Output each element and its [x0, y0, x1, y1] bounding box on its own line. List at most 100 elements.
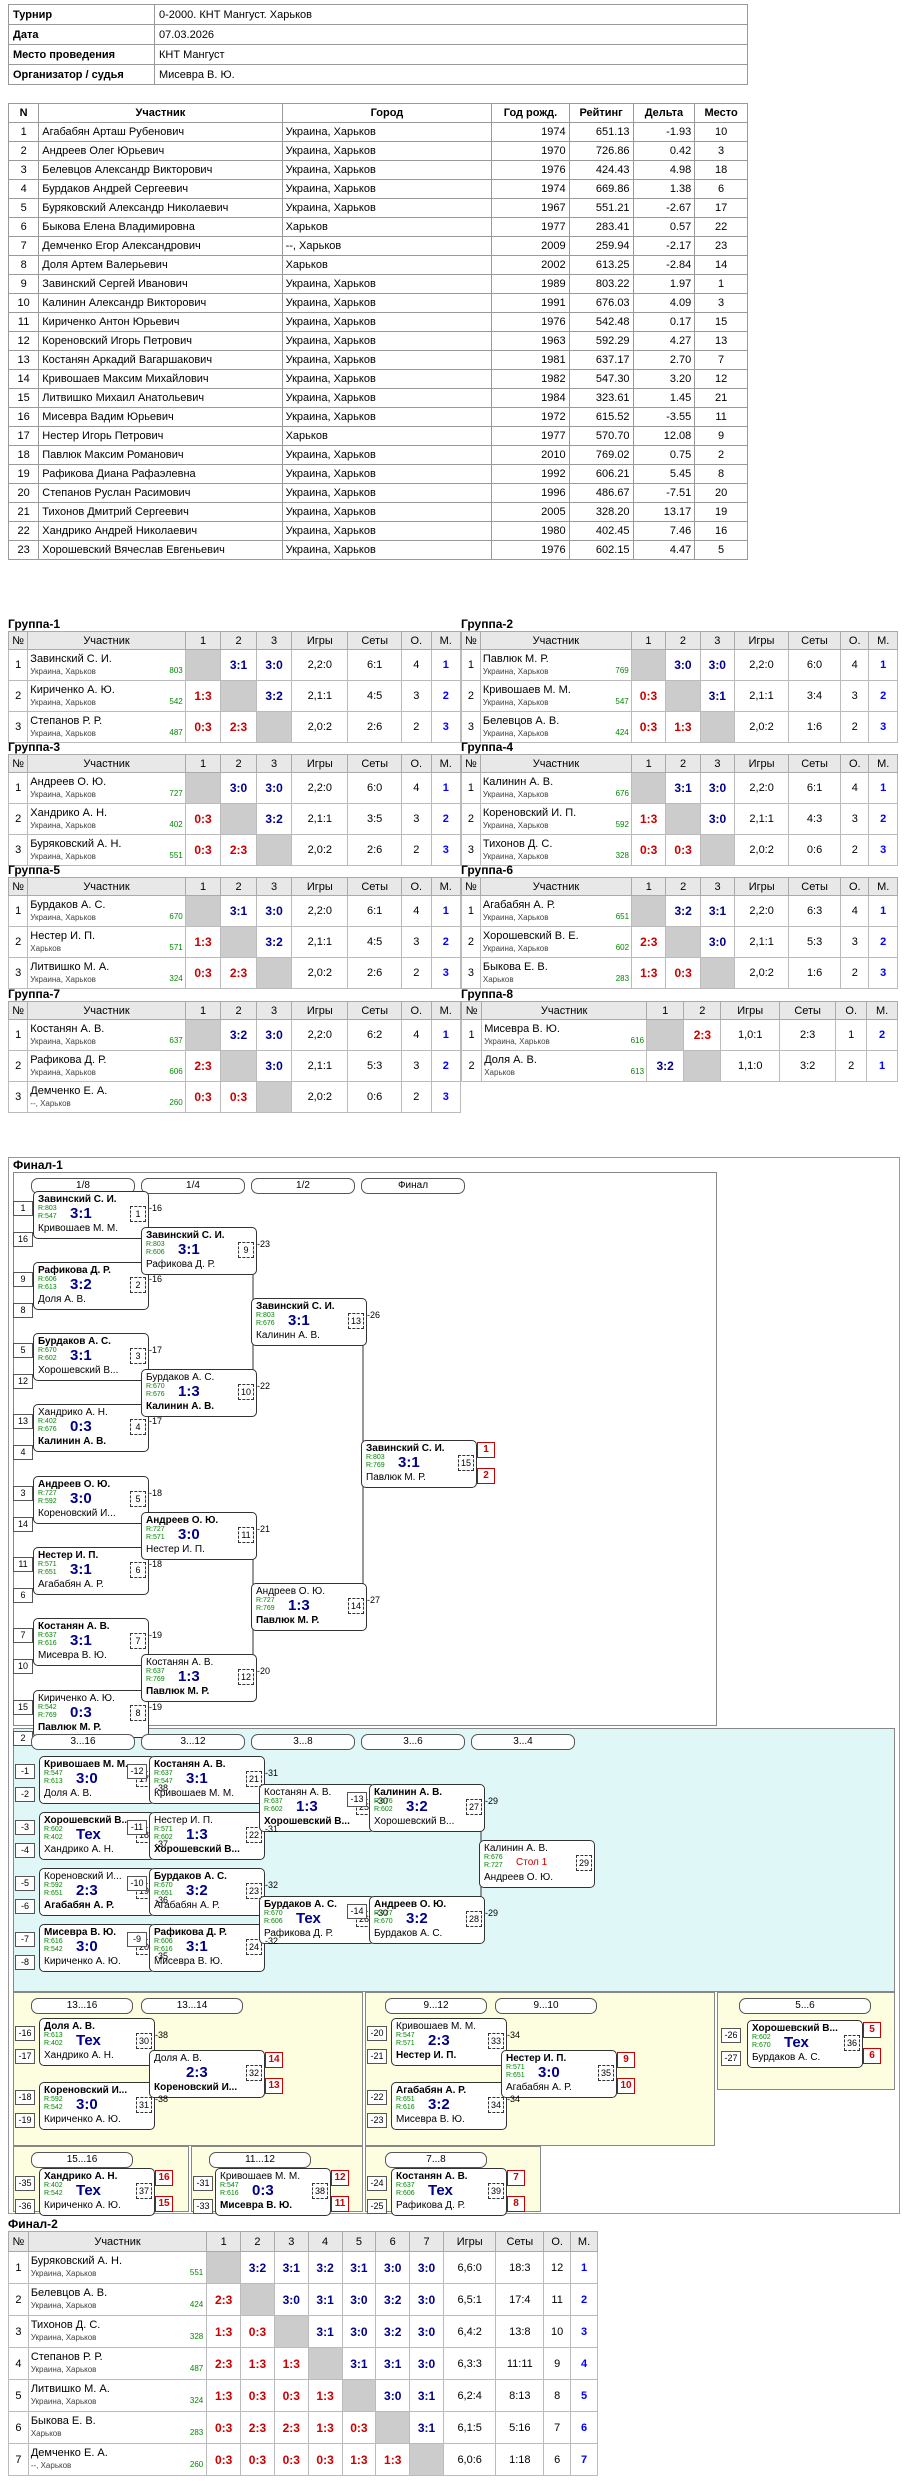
bracket-link-label: -21: [257, 1523, 271, 1534]
match-score: 3:1: [70, 1347, 92, 1364]
match-score: 0:3: [639, 689, 658, 703]
place-cell: 3: [430, 957, 462, 989]
games-cell: 2,1:1: [734, 680, 789, 712]
match-score: 0:3: [194, 966, 212, 980]
participant-cell: 1977: [491, 217, 570, 237]
match-score: 3:0: [538, 2064, 560, 2081]
column-header: Участник: [27, 631, 186, 650]
match-score: 1:3: [350, 2452, 368, 2467]
row-number: 2: [461, 803, 481, 835]
seed-number: -6: [15, 1899, 35, 1914]
final-place: 5: [863, 2022, 881, 2038]
seed-number: -23: [367, 2113, 387, 2128]
participant-cell: 9: [694, 426, 748, 446]
match-score: Тех: [76, 1826, 101, 1843]
match-player-2: Агабабян А. Р.: [44, 1900, 115, 1911]
match-number: 6: [130, 1562, 146, 1578]
participant-cell: 0.57: [632, 217, 696, 237]
bracket-link-label: -19: [149, 1702, 163, 1712]
column-header: М.: [430, 754, 462, 773]
participant-cell: -2.17: [632, 236, 696, 256]
participant-cell: Украина, Харьков: [281, 293, 493, 313]
sets-cell: 1:6: [788, 957, 842, 989]
result-cell: 1:3: [341, 2443, 377, 2476]
match-score: 0:3: [194, 1090, 212, 1104]
match-number: 39: [488, 2183, 504, 2199]
round-header: 3...16: [31, 1734, 135, 1750]
column-header: №: [8, 2231, 29, 2252]
row-number: 3: [461, 957, 481, 989]
participant-name: Быкова Е. В.: [30, 2415, 96, 2427]
participant-cell: Костанян Аркадий Вагаршакович: [38, 350, 283, 370]
bracket-link-label: -34: [507, 2094, 521, 2104]
match-number: 37: [136, 2183, 152, 2199]
seed-number: -17: [15, 2049, 35, 2064]
result-cell: 3:0: [220, 772, 257, 804]
participant-cell: 22: [7, 521, 40, 541]
match-score: 0:3: [350, 2420, 368, 2435]
result-cell: 1:3: [240, 2347, 275, 2380]
points-cell: 12: [543, 2251, 572, 2284]
match-score: 3:1: [708, 904, 727, 918]
result-cell: 3:0: [409, 2251, 444, 2284]
bracket-link-label: -29: [485, 1908, 499, 1918]
games-cell: 2,0:2: [291, 1081, 349, 1113]
column-header: О.: [840, 754, 870, 773]
result-cell: [184, 895, 222, 927]
participant-name: Бурдаков А. С.: [30, 898, 106, 911]
result-cell: [375, 2411, 411, 2444]
info-label: Место проведения: [8, 44, 155, 65]
column-header: 3: [255, 754, 293, 773]
column-header: Участник: [479, 631, 632, 650]
round-header: 11...12: [209, 2152, 311, 2168]
result-cell: 0:3: [184, 803, 222, 835]
row-number: 3: [461, 834, 481, 866]
participant-cell: Украина, Харьков: [281, 198, 493, 218]
sets-cell: 5:3: [788, 926, 842, 958]
sets-cell: 3:2: [778, 1050, 837, 1082]
place-cell: 2: [430, 680, 462, 712]
